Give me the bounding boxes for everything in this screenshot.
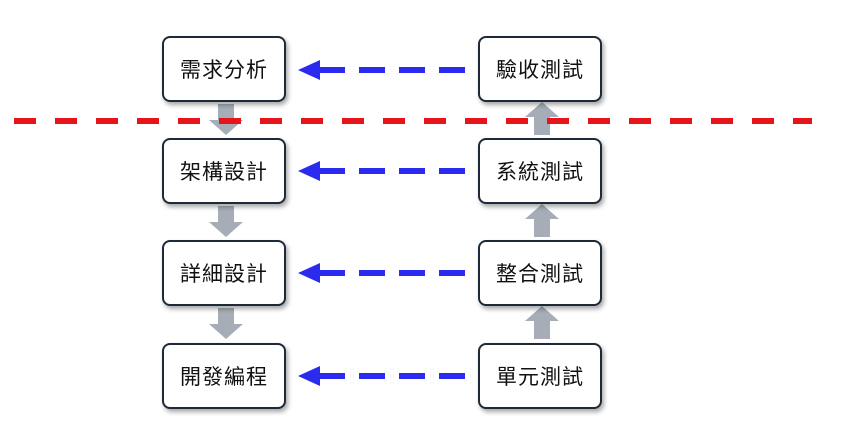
box-unit-testing: 單元測試 <box>478 343 602 409</box>
box-label: 整合測試 <box>496 262 584 286</box>
box-acceptance-testing: 驗收測試 <box>478 36 602 102</box>
up-arrow-1 <box>525 102 559 135</box>
box-label: 系統測試 <box>496 160 584 184</box>
box-label: 架構設計 <box>180 160 268 184</box>
verification-arrows <box>298 60 465 386</box>
box-label: 開發編程 <box>180 365 268 389</box>
up-arrow-2 <box>525 204 559 237</box>
down-arrow-2 <box>209 206 243 237</box>
dashed-arrow-2 <box>298 161 465 181</box>
box-label: 驗收測試 <box>496 58 584 82</box>
down-arrow-3 <box>209 308 243 339</box>
box-architecture-design: 架構設計 <box>162 138 286 204</box>
box-label: 單元測試 <box>496 365 584 389</box>
box-label: 詳細設計 <box>180 262 268 286</box>
dashed-arrow-3 <box>298 263 465 283</box>
box-system-testing: 系統測試 <box>478 138 602 204</box>
up-arrow-3 <box>525 306 559 339</box>
dashed-arrow-4 <box>298 366 465 386</box>
box-integration-testing: 整合測試 <box>478 240 602 306</box>
box-detailed-design: 詳細設計 <box>162 240 286 306</box>
box-development: 開發編程 <box>162 343 286 409</box>
box-label: 需求分析 <box>180 58 268 82</box>
dashed-arrow-1 <box>298 60 465 80</box>
box-requirements-analysis: 需求分析 <box>162 36 286 102</box>
flow-arrows-up <box>525 102 559 339</box>
